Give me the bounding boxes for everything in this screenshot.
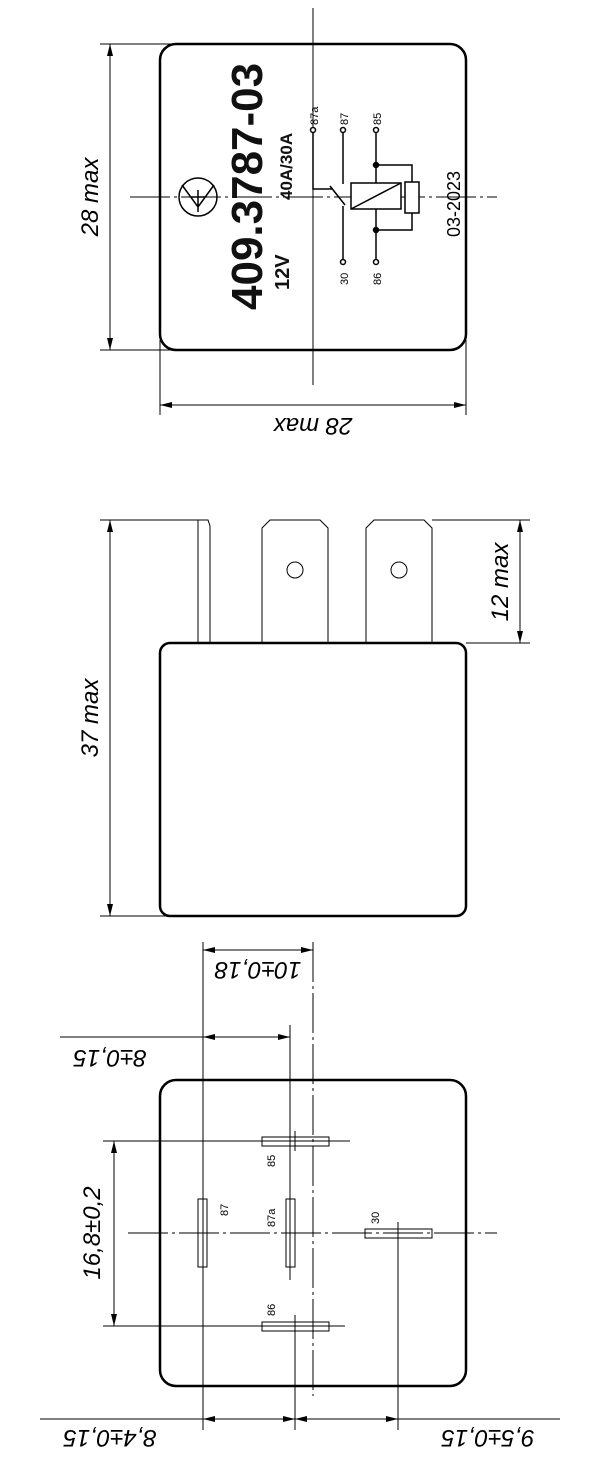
dim-height-label: 28 max [77, 157, 104, 238]
date-label: 03-2023 [444, 171, 464, 237]
pin-86 [261, 1321, 330, 1332]
dim-10-label: 10±0,18 [214, 956, 301, 983]
pin-label-87: 87 [339, 113, 351, 125]
pin-label-30: 30 [339, 273, 351, 285]
pin-label-87: 87 [219, 1204, 231, 1216]
pin-label-85: 85 [266, 1155, 278, 1167]
dim-height-side-label: 37 max [77, 678, 104, 758]
dim-pin-label: 12 max [487, 542, 514, 622]
pin-terminal [261, 519, 329, 643]
pin-87a [285, 1198, 296, 1268]
relay-outline-side [158, 641, 468, 918]
pin-thin [197, 519, 211, 643]
pin-terminal [365, 519, 433, 643]
manufacturer-logo-icon [178, 177, 218, 217]
pin-label-30: 30 [370, 1212, 382, 1224]
dim-width-label: 28 max [273, 412, 354, 439]
side-view: 37 max 12 max [77, 519, 530, 918]
current-label: 40A/30A [277, 133, 296, 200]
pin-label-87a: 87a [266, 1208, 278, 1227]
bottom-view: 85 87 87a 30 86 10±0,18 8±0,15 16,8±0,2 … [40, 942, 560, 1451]
pin-label-85: 85 [372, 113, 384, 125]
top-view: 28 max 28 max 409.3787-03 12V 40A/30A 03… [77, 8, 497, 439]
dim-16-label: 16,8±0,2 [79, 1186, 106, 1279]
voltage-label: 12V [272, 254, 294, 290]
pin-label-86: 86 [266, 1304, 278, 1316]
part-number: 409.3787-03 [223, 63, 272, 310]
pin-85 [261, 1136, 330, 1147]
dim-8-label: 8±0,15 [73, 1044, 147, 1071]
pin-label-87a: 87a [309, 106, 321, 125]
dim-84-label: 8,4±0,15 [63, 1424, 157, 1451]
dim-95-label: 9,5±0,15 [441, 1424, 535, 1451]
relay-schematic [309, 126, 420, 266]
pin-label-86: 86 [372, 273, 384, 285]
pin-87 [197, 1198, 208, 1268]
pin-30 [364, 1228, 433, 1239]
